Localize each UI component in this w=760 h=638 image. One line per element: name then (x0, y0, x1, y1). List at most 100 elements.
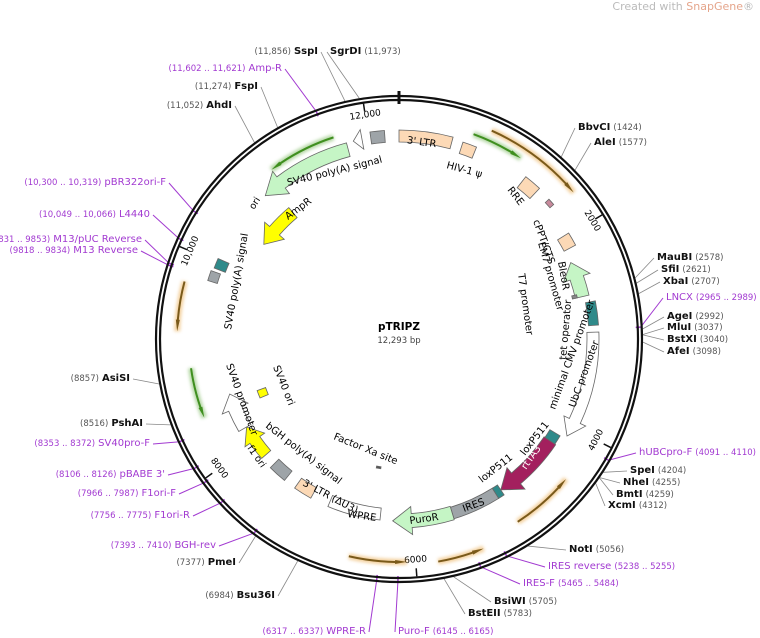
primer-leader-line (192, 502, 222, 517)
site-name: SgrDI (330, 46, 362, 57)
site-position: (5238 .. 5255) (614, 562, 676, 572)
site-position: (4312) (638, 501, 668, 511)
plasmid-backbone (154, 91, 644, 584)
enzyme-site-agei[interactable]: AgeI (2992) (667, 311, 724, 323)
primer-lncx[interactable]: LNCX (2965 .. 2989) (666, 292, 757, 304)
primer-pbr322ori-f[interactable]: (10,300 .. 10,319) pBR322ori-F (24, 177, 166, 189)
enzyme-site-pmei[interactable]: (7377) PmeI (176, 557, 236, 569)
enzyme-leader-line (320, 51, 346, 102)
enzyme-site-bmti[interactable]: BmtI (4259) (616, 489, 674, 501)
enzyme-site-bsu36i[interactable]: (6984) Bsu36I (205, 590, 275, 602)
plasmid-size: 12,293 bp (377, 336, 420, 346)
enzyme-site-spei[interactable]: SpeI (4204) (630, 465, 686, 477)
enzyme-leader-line (599, 477, 621, 484)
enzyme-site-asisi[interactable]: (8857) AsiSI (71, 373, 130, 385)
site-position: (6145 .. 6165) (432, 627, 494, 637)
orf-orange-3 (438, 548, 484, 563)
enzyme-site-mlui[interactable]: MluI (3037) (667, 322, 723, 334)
site-name: BGH-rev (174, 540, 216, 551)
enzyme-leader-line (574, 142, 592, 171)
enzyme-leader-line (260, 86, 278, 128)
orf-green-2 (271, 136, 334, 170)
primer-leader-line (480, 566, 521, 585)
feature-puror (391, 505, 455, 536)
site-name: BsiWI (494, 596, 526, 607)
primer-pbabe-3-[interactable]: (8106 .. 8126) pBABE 3' (56, 469, 165, 481)
feature-wpre (327, 494, 382, 521)
label-bleor: BleoR (555, 261, 571, 291)
enzyme-leader-line (634, 257, 655, 279)
enzyme-site-bsteii[interactable]: BstEII (5783) (468, 608, 532, 620)
site-name: AleI (594, 137, 616, 148)
label-hiv-psi: HIV-1 ψ (445, 160, 483, 180)
primer-bgh-rev[interactable]: (7393 .. 7410) BGH-rev (111, 540, 216, 552)
feature-bgh-polya (269, 458, 293, 482)
enzyme-leader-line (636, 269, 659, 284)
enzyme-site-ahdi[interactable]: (11,052) AhdI (167, 100, 232, 112)
primer-l4440[interactable]: (10,049 .. 10,066) L4440 (39, 209, 150, 221)
enzyme-leader-line (238, 536, 256, 564)
site-position: (7393 .. 7410) (110, 541, 172, 551)
label-ampr: AmpR (283, 196, 314, 222)
feature-sv40-ori (256, 387, 269, 399)
site-position: (4204) (657, 466, 687, 476)
primer-ires-reverse[interactable]: IRES reverse (5238 .. 5255) (548, 561, 675, 573)
primer-leader-line (152, 441, 180, 445)
site-position: (9818 .. 9834) (9, 246, 71, 256)
primer-m13-puc-reverse[interactable]: (9831 .. 9853) M13/pUC Reverse (0, 234, 142, 246)
enzyme-site-bbvci[interactable]: BbvCI (1424) (578, 122, 642, 134)
enzyme-site-alei[interactable]: AleI (1577) (594, 137, 647, 149)
enzyme-site-noti[interactable]: NotI (5056) (569, 544, 624, 556)
enzyme-site-xbai[interactable]: XbaI (2707) (663, 276, 720, 288)
orf-orange-3-glow (437, 545, 485, 565)
primer-wpre-r[interactable]: (6317 .. 6337) WPRE-R (263, 626, 367, 638)
site-position: (8106 .. 8126) (55, 470, 117, 480)
primer-m13-reverse[interactable]: (9818 .. 9834) M13 Reverse (10, 245, 138, 257)
enzyme-site-xcmi[interactable]: XcmI (4312) (608, 500, 667, 512)
enzyme-site-fspi[interactable]: (11,274) FspI (195, 81, 258, 93)
enzyme-site-bstxi[interactable]: BstXI (3040) (667, 334, 728, 346)
primer-f1ori-f[interactable]: (7966 .. 7987) F1ori-F (78, 488, 176, 500)
primer-f1ori-r[interactable]: (7756 .. 7775) F1ori-R (91, 510, 190, 522)
site-name: PmeI (207, 557, 236, 568)
site-name: IRES reverse (548, 561, 612, 572)
enzyme-site-maubi[interactable]: MauBI (2578) (657, 252, 723, 264)
site-name: MluI (667, 322, 692, 333)
site-name: PshAI (111, 418, 143, 429)
site-name: SpeI (630, 465, 655, 476)
feature-sv40-polya-left (207, 270, 221, 284)
primer-amp-r[interactable]: (11,602 .. 11,621) Amp-R (169, 63, 282, 75)
site-name: FspI (234, 81, 258, 92)
enzyme-site-pshai[interactable]: (8516) PshAI (80, 418, 143, 430)
primer-sv40pro-f[interactable]: (8353 .. 8372) SV40pro-F (34, 438, 150, 450)
enzyme-leader-line (642, 341, 665, 353)
primer-puro-f[interactable]: Puro-F (6145 .. 6165) (398, 626, 494, 638)
enzyme-leader-line (599, 477, 614, 496)
enzyme-leader-line (595, 483, 606, 507)
site-name: hUBCpro-F (639, 447, 693, 458)
label-bgh: bGH poly(A) signal (263, 421, 343, 487)
enzyme-leader-line (642, 316, 665, 330)
tick-label: 2000 (582, 209, 603, 234)
tick-label: 10,000 (180, 235, 202, 268)
enzyme-site-nhei[interactable]: NheI (4255) (623, 477, 680, 489)
primer-hubcpro-f[interactable]: hUBCpro-F (4091 .. 4110) (639, 447, 756, 459)
site-name: Puro-F (398, 626, 430, 637)
feature-sv40-polya-top (369, 130, 386, 145)
orf-orange-5-glow (174, 280, 188, 332)
site-position: (11,856) (254, 47, 291, 57)
enzyme-site-sgrdi[interactable]: SgrDI (11,973) (330, 46, 401, 58)
tick-label: 6000 (404, 555, 428, 567)
enzyme-site-sfii[interactable]: SfiI (2621) (661, 264, 711, 276)
enzyme-site-bsiwi[interactable]: BsiWI (5705) (494, 596, 557, 608)
primer-ires-f[interactable]: IRES-F (5465 .. 5484) (523, 578, 619, 590)
enzyme-leader-line (603, 470, 628, 473)
site-position: (2707) (691, 277, 720, 287)
feature-t7-promoter (571, 294, 578, 300)
site-name: BmtI (616, 489, 643, 500)
site-position: (7966 .. 7987) (77, 489, 139, 499)
enzyme-site-afei[interactable]: AfeI (3098) (667, 346, 721, 358)
enzyme-site-sspi[interactable]: (11,856) SspI (255, 46, 318, 58)
feature-f1-ori (244, 426, 272, 459)
enzyme-leader-line (638, 281, 661, 294)
